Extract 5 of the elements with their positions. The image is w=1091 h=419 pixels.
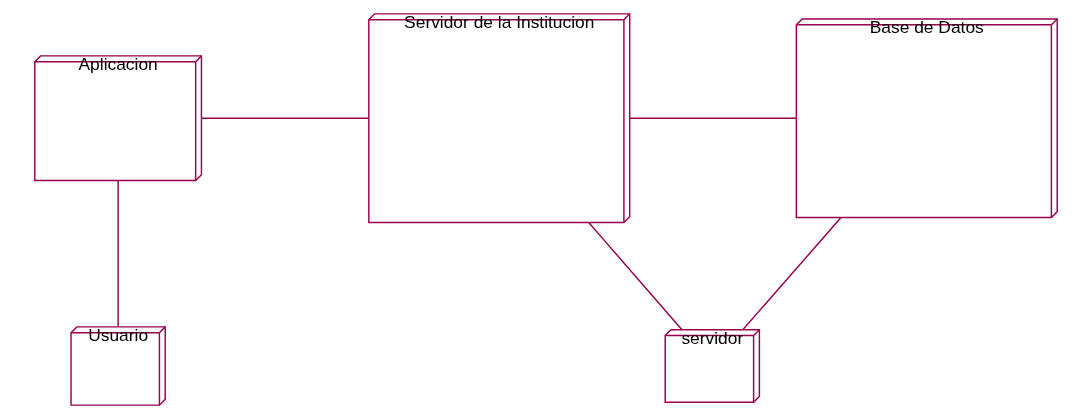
connector: [587, 222, 683, 331]
connector: [741, 217, 841, 330]
connector: [200, 117, 369, 119]
connector: [116, 180, 119, 327]
connector: [628, 117, 797, 119]
